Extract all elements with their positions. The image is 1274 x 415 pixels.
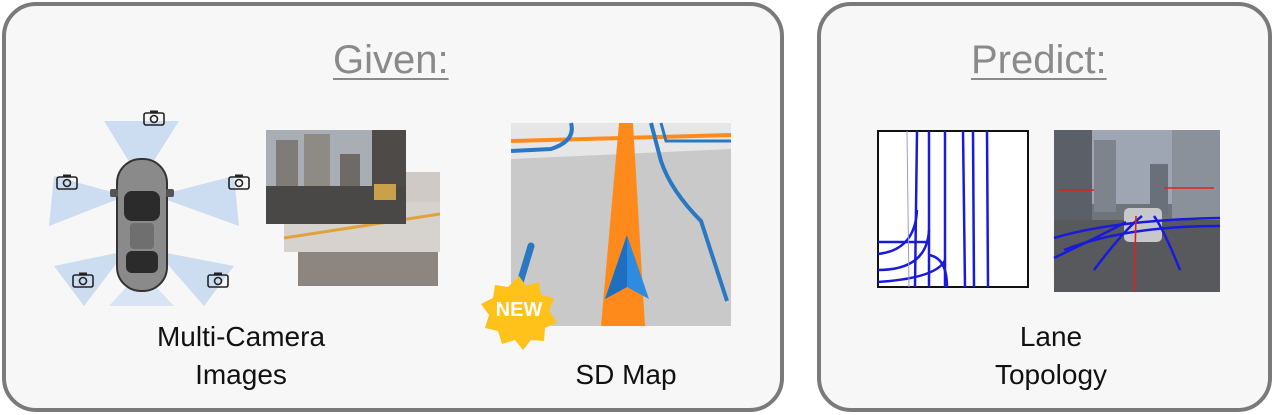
given-panel: Given:: [2, 2, 784, 412]
camera-icon: [72, 272, 94, 288]
new-badge: [481, 276, 557, 350]
lane-topology-caption: Lane Topology: [941, 318, 1161, 394]
multi-camera-caption-line2: Images: [195, 359, 287, 390]
sd-map-caption: SD Map: [575, 359, 677, 390]
camera-icon: [56, 174, 78, 190]
sd-map-image: [510, 122, 732, 326]
car-with-cameras-icon: [49, 121, 239, 306]
multi-camera-caption-line1: Multi-Camera: [156, 321, 326, 352]
camera-icon: [228, 174, 250, 190]
multi-camera-caption: Multi-Camera Images: [126, 318, 356, 394]
lane-topology-caption-line1: Lane: [1019, 321, 1083, 352]
new-badge-label: NEW: [495, 299, 543, 321]
lane-topology-camera: [1053, 130, 1221, 293]
lane-topology-caption-line2: Topology: [994, 359, 1108, 390]
camera-icon: [207, 272, 229, 288]
predict-panel: Predict:: [817, 2, 1272, 412]
given-heading: Given:: [333, 38, 449, 82]
lane-topology-bev: [877, 130, 1029, 288]
predict-heading: Predict:: [971, 38, 1107, 82]
camera-icon: [143, 110, 165, 126]
camera-images-stack: [266, 130, 441, 286]
